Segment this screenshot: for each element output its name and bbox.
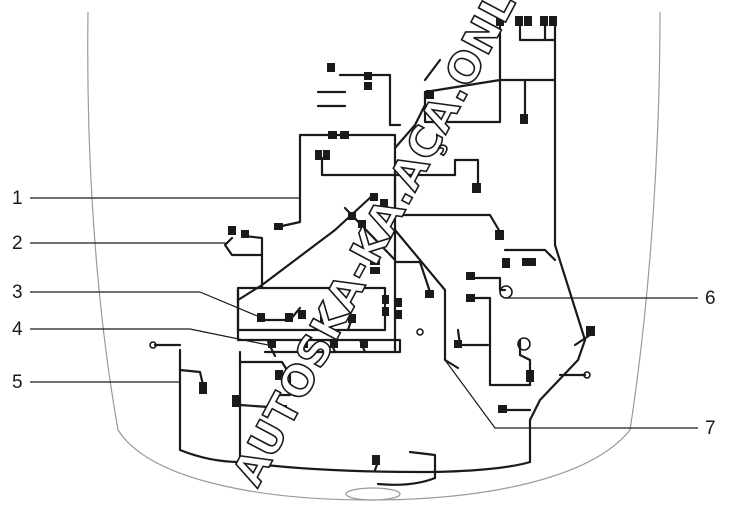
callout-7-label: 7 (705, 418, 716, 439)
connectors (199, 16, 595, 465)
callout-4-label: 4 (12, 319, 23, 340)
sensor-symbols (149, 285, 591, 379)
vehicle-body-outline (87, 11, 661, 501)
callout-6-label: 6 (705, 288, 716, 309)
callout-3-label: 3 (12, 282, 23, 303)
callout-1-label: 1 (12, 188, 23, 209)
callout-leaders (30, 197, 698, 429)
callout-5-label: 5 (12, 372, 23, 393)
callout-2-label: 2 (12, 233, 23, 254)
